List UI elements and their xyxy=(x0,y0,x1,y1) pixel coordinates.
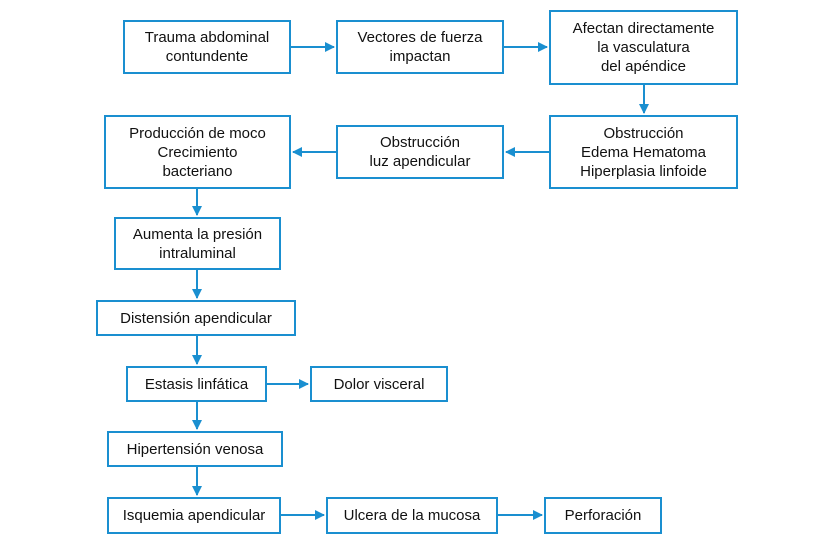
node-distension-label: Distensión apendicular xyxy=(120,309,272,327)
node-estasis: Estasis linfática xyxy=(126,366,267,402)
node-afectan-label: Afectan directamente la vasculatura del … xyxy=(572,20,715,75)
node-trauma: Trauma abdominal contundente xyxy=(123,20,291,74)
node-produccion-label: Producción de moco Crecimiento bacterian… xyxy=(129,124,266,180)
node-ulcera-label: Ulcera de la mucosa xyxy=(343,507,481,524)
node-aumenta: Aumenta la presión intraluminal xyxy=(114,217,281,270)
node-estasis-label: Estasis linfática xyxy=(144,375,249,393)
node-distension: Distensión apendicular xyxy=(96,300,296,336)
node-afectan: Afectan directamente la vasculatura del … xyxy=(549,10,738,85)
node-isquemia-label: Isquemia apendicular xyxy=(122,507,266,524)
node-hipertension-label: Hipertensión venosa xyxy=(126,440,264,458)
node-obstruccion-edema: Obstrucción Edema Hematoma Hiperplasia l… xyxy=(549,115,738,189)
node-hipertension: Hipertensión venosa xyxy=(107,431,283,467)
node-ulcera: Ulcera de la mucosa xyxy=(326,497,498,534)
node-obstruccion-luz: Obstrucción luz apendicular xyxy=(336,125,504,179)
node-dolor-label: Dolor visceral xyxy=(333,375,425,393)
node-obstruccion-luz-label: Obstrucción luz apendicular xyxy=(369,134,471,170)
node-aumenta-label: Aumenta la presión intraluminal xyxy=(132,225,263,262)
node-vectores: Vectores de fuerza impactan xyxy=(336,20,504,74)
node-trauma-label: Trauma abdominal contundente xyxy=(144,29,270,65)
node-isquemia: Isquemia apendicular xyxy=(107,497,281,534)
node-perforacion: Perforación xyxy=(544,497,662,534)
node-dolor: Dolor visceral xyxy=(310,366,448,402)
node-obstruccion-edema-label: Obstrucción Edema Hematoma Hiperplasia l… xyxy=(580,124,707,180)
node-vectores-label: Vectores de fuerza impactan xyxy=(357,29,483,65)
node-perforacion-label: Perforación xyxy=(564,507,642,524)
node-produccion: Producción de moco Crecimiento bacterian… xyxy=(104,115,291,189)
